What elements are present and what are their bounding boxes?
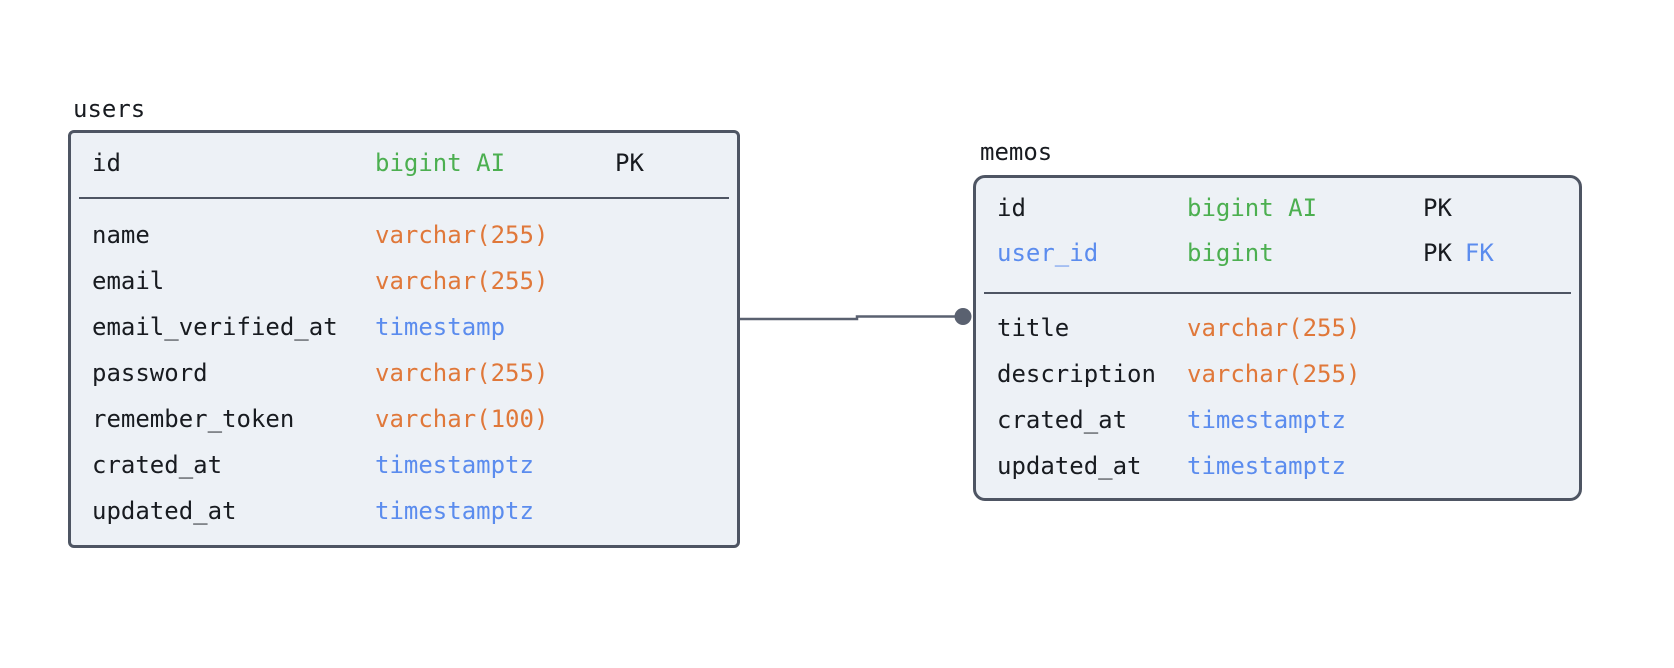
header-separator bbox=[984, 292, 1571, 294]
column-type: varchar(255) bbox=[1187, 314, 1361, 342]
column-name: password bbox=[92, 359, 208, 387]
column-name: updated_at bbox=[92, 497, 237, 525]
table-row[interactable]: updated_at timestamptz bbox=[976, 443, 1579, 489]
column-name: id bbox=[92, 149, 121, 177]
column-type: bigint AI bbox=[1187, 194, 1318, 222]
table-title-users[interactable]: users bbox=[73, 95, 146, 123]
table-row[interactable]: remember_token varchar(100) bbox=[71, 396, 737, 442]
table-row[interactable]: id bigint AI PK bbox=[71, 140, 737, 186]
column-type: varchar(100) bbox=[375, 405, 549, 433]
column-keys: PK FK bbox=[1423, 239, 1494, 267]
column-type: varchar(255) bbox=[375, 267, 549, 295]
table-row[interactable]: email varchar(255) bbox=[71, 258, 737, 304]
table-row[interactable]: crated_at timestamptz bbox=[976, 397, 1579, 443]
table-row[interactable]: updated_at timestamptz bbox=[71, 488, 737, 534]
pk-badge: PK bbox=[1423, 194, 1452, 222]
table-users[interactable]: id bigint AI PK name varchar(255) email … bbox=[68, 130, 740, 548]
column-name: description bbox=[997, 360, 1156, 388]
column-name: title bbox=[997, 314, 1070, 342]
column-name: name bbox=[92, 221, 150, 249]
table-row[interactable]: id bigint AI PK bbox=[976, 185, 1579, 231]
column-name: user_id bbox=[997, 239, 1099, 267]
column-type: bigint bbox=[1187, 239, 1274, 267]
column-type: bigint AI bbox=[375, 149, 506, 177]
column-name: id bbox=[997, 194, 1026, 222]
relationship-line[interactable] bbox=[740, 315, 956, 321]
table-memos[interactable]: id bigint AI PK user_id bigint PK FK titl… bbox=[973, 175, 1582, 501]
column-name: email bbox=[92, 267, 165, 295]
column-type: timestamptz bbox=[375, 497, 534, 525]
pk-badge: PK bbox=[615, 149, 644, 177]
pk-badge: PK bbox=[1423, 239, 1452, 267]
table-row[interactable]: password varchar(255) bbox=[71, 350, 737, 396]
table-title-memos[interactable]: memos bbox=[980, 138, 1053, 166]
table-row[interactable]: title varchar(255) bbox=[976, 305, 1579, 351]
column-type: timestamp bbox=[375, 313, 506, 341]
column-name: crated_at bbox=[92, 451, 223, 479]
column-type: timestamptz bbox=[1187, 452, 1346, 480]
column-name: remember_token bbox=[92, 405, 295, 433]
column-type: varchar(255) bbox=[1187, 360, 1361, 388]
column-name: crated_at bbox=[997, 406, 1128, 434]
table-row[interactable]: email_verified_at timestamp bbox=[71, 304, 737, 350]
column-type: timestamptz bbox=[1187, 406, 1346, 434]
fk-badge: FK bbox=[1464, 239, 1494, 267]
column-name: updated_at bbox=[997, 452, 1142, 480]
column-type: varchar(255) bbox=[375, 221, 549, 249]
table-row[interactable]: description varchar(255) bbox=[976, 351, 1579, 397]
table-row[interactable]: crated_at timestamptz bbox=[71, 442, 737, 488]
column-keys: PK bbox=[615, 149, 657, 177]
header-separator bbox=[79, 197, 729, 199]
column-name: email_verified_at bbox=[92, 313, 338, 341]
table-row[interactable]: user_id bigint PK FK bbox=[976, 230, 1579, 276]
column-type: varchar(255) bbox=[375, 359, 549, 387]
column-type: timestamptz bbox=[375, 451, 534, 479]
relationship-endpoint-dot bbox=[954, 308, 972, 325]
table-row[interactable]: name varchar(255) bbox=[71, 212, 737, 258]
column-keys: PK bbox=[1423, 194, 1465, 222]
